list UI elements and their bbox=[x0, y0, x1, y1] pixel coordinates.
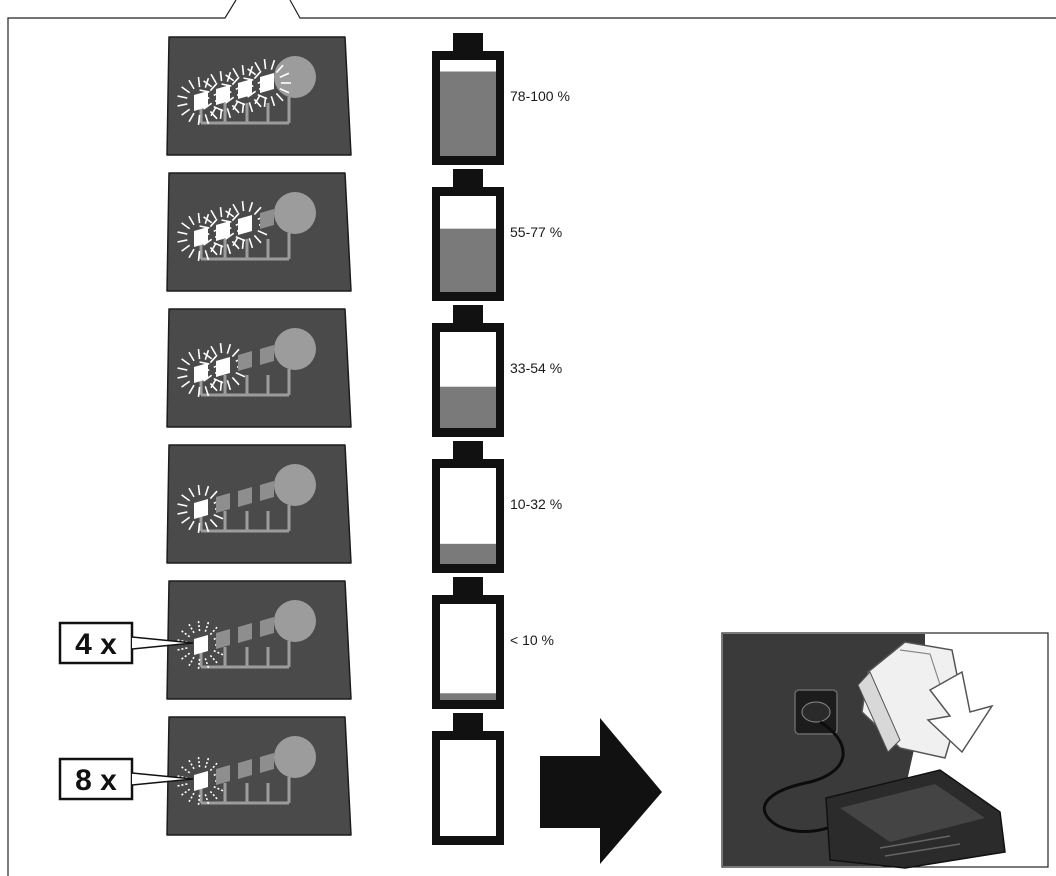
battery-icon bbox=[432, 33, 504, 165]
led-icon bbox=[216, 493, 230, 513]
charge-range-label: 33-54 % bbox=[510, 360, 562, 376]
led-icon bbox=[194, 635, 208, 655]
battery-icon bbox=[432, 577, 504, 709]
battery-icon bbox=[432, 713, 504, 845]
led-icon bbox=[216, 357, 230, 377]
battery-level-fill bbox=[440, 71, 496, 156]
right-arrow-icon bbox=[540, 718, 662, 864]
indicator-row: 78-100 % bbox=[166, 33, 570, 165]
led-icon bbox=[238, 759, 252, 779]
indicator-row: 55-77 % bbox=[166, 169, 562, 301]
led-icon bbox=[260, 753, 274, 773]
led-icon bbox=[260, 617, 274, 637]
led-icon bbox=[238, 79, 252, 99]
blink-count-text: 8 x bbox=[75, 764, 117, 797]
indicator-row: 33-54 % bbox=[166, 305, 562, 437]
led-icon bbox=[194, 771, 208, 791]
led-icon bbox=[194, 91, 208, 111]
battery-icon bbox=[432, 169, 504, 301]
charge-range-label: 78-100 % bbox=[510, 88, 570, 104]
led-panel-icon bbox=[166, 308, 352, 428]
led-panel-icon bbox=[166, 580, 352, 700]
indicator-row: 4 x < 10 % bbox=[58, 577, 554, 709]
led-panel-icon bbox=[166, 172, 352, 292]
battery-level-fill bbox=[440, 228, 496, 292]
led-icon bbox=[194, 363, 208, 383]
battery-icon bbox=[432, 441, 504, 573]
led-icon bbox=[194, 499, 208, 519]
led-panel-icon bbox=[166, 36, 352, 156]
battery-level-fill bbox=[440, 543, 496, 564]
led-icon bbox=[216, 629, 230, 649]
blink-count-label: 8 x bbox=[58, 757, 194, 801]
led-icon bbox=[238, 623, 252, 643]
page-frame bbox=[7, 0, 1056, 876]
charger-photo-icon bbox=[721, 632, 1049, 869]
led-panel-icon bbox=[166, 444, 352, 564]
charge-range-label: 55-77 % bbox=[510, 224, 562, 240]
blink-count-label: 4 x bbox=[58, 621, 194, 665]
indicator-row: 10-32 % bbox=[166, 441, 562, 573]
led-icon bbox=[216, 765, 230, 785]
indicator-rows: 78-100 % 55-77 % 33-54 % 10-32 % 4 x < 10 % 8 … bbox=[58, 33, 570, 845]
indicator-row: 8 x bbox=[58, 713, 504, 845]
led-panel-icon bbox=[166, 716, 352, 836]
led-icon bbox=[216, 85, 230, 105]
battery-level-fill bbox=[440, 386, 496, 428]
charge-range-label: 10-32 % bbox=[510, 496, 562, 512]
led-icon bbox=[216, 221, 230, 241]
led-icon bbox=[238, 351, 252, 371]
led-icon bbox=[194, 227, 208, 247]
led-icon bbox=[238, 215, 252, 235]
blink-count-text: 4 x bbox=[75, 628, 117, 661]
led-icon bbox=[260, 73, 274, 93]
led-icon bbox=[260, 209, 274, 229]
charge-range-label: < 10 % bbox=[510, 632, 554, 648]
led-icon bbox=[260, 345, 274, 365]
battery-icon bbox=[432, 305, 504, 437]
led-icon bbox=[238, 487, 252, 507]
led-icon bbox=[260, 481, 274, 501]
battery-level-fill bbox=[440, 693, 496, 700]
